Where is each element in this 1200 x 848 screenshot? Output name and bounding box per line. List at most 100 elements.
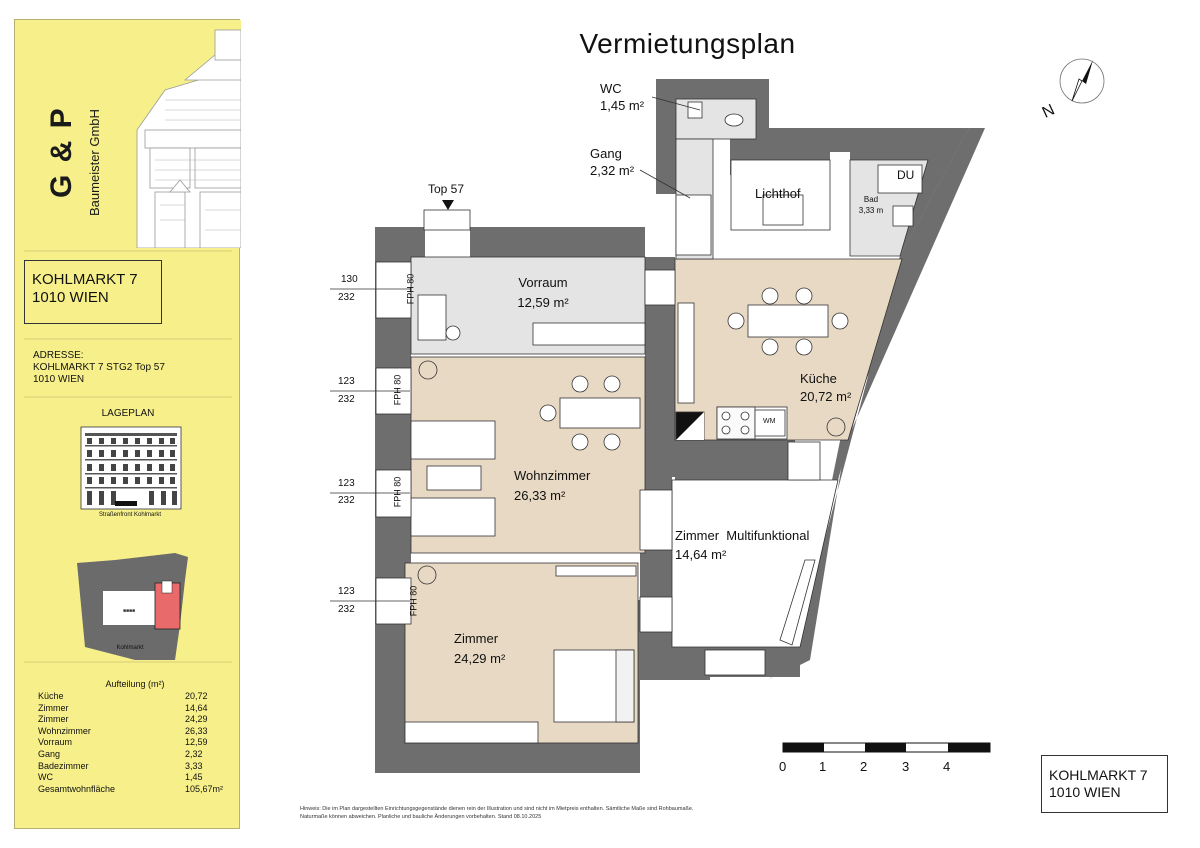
room-vorraum-name: Vorraum bbox=[518, 275, 568, 290]
divider bbox=[24, 396, 232, 398]
scale-label-0: 0 bbox=[779, 759, 787, 774]
facade-illustration bbox=[80, 426, 182, 510]
aufteilung-room-name: WC bbox=[38, 772, 53, 783]
entrance-label: Top 57 bbox=[428, 182, 465, 196]
logo-area: G & P Baumeister GmbH bbox=[15, 20, 241, 248]
window3-bottom: 232 bbox=[338, 495, 355, 506]
scale-label-2: 2 bbox=[860, 759, 868, 774]
room-bad-label: Bad 3,33 m bbox=[852, 194, 890, 216]
window2-bottom: 232 bbox=[338, 394, 355, 405]
room-vorraum-label: Vorraum 12,59 m² bbox=[488, 273, 598, 313]
scale-bar bbox=[782, 742, 991, 753]
aufteilung-row: Gang 2,32 bbox=[38, 749, 233, 761]
aufteilung-row: Wohnzimmer 26,33 bbox=[38, 726, 233, 738]
window3-top: 123 bbox=[338, 478, 355, 489]
address-heading: ADRESSE: bbox=[33, 350, 84, 361]
aufteilung-row: Zimmer 14,64 bbox=[38, 703, 233, 715]
window1-bottom: 232 bbox=[338, 292, 355, 303]
aufteilung-room-name: Vorraum bbox=[38, 737, 73, 748]
aufteilung-row: Zimmer 24,29 bbox=[38, 714, 233, 726]
svg-text:■■■■: ■■■■ bbox=[123, 608, 135, 614]
room-kueche-name: Küche bbox=[800, 371, 837, 386]
aufteilung-row: Küche 20,72 bbox=[38, 691, 233, 703]
window1-top: 130 bbox=[341, 274, 358, 285]
room-bad-area: 3,33 m bbox=[858, 206, 884, 215]
building-illustration bbox=[15, 20, 241, 248]
room-zimmer-label: Zimmer 24,29 m² bbox=[454, 629, 505, 669]
windows bbox=[375, 194, 821, 676]
room-kueche-label: Küche 20,72 m² bbox=[800, 370, 851, 406]
window2-fph: FPH 80 bbox=[392, 374, 403, 406]
aufteilung-room-name: Gesamtwohnfläche bbox=[38, 783, 116, 794]
aufteilung-room-value: 26,33 bbox=[185, 725, 208, 736]
north-arrow bbox=[1059, 58, 1105, 104]
entrance-arrow bbox=[442, 200, 454, 210]
divider bbox=[24, 338, 232, 340]
room-kueche-area: 20,72 m² bbox=[800, 389, 852, 404]
room-zimmer-name: Zimmer bbox=[454, 631, 499, 646]
room-du-name: DU bbox=[897, 168, 915, 182]
aufteilung-room-value: 12,59 bbox=[185, 737, 208, 748]
room-wohnzimmer-area: 26,33 m² bbox=[514, 488, 566, 503]
scale-label-4: 4 bbox=[943, 759, 951, 774]
room-wohnzimmer-label: Wohnzimmer 26,33 m² bbox=[514, 466, 590, 506]
location-box: KOHLMARKT 7 1010 WIEN bbox=[24, 260, 162, 324]
aufteilung-room-name: Küche bbox=[38, 691, 64, 701]
room-wc-area: 1,45 m² bbox=[600, 98, 645, 113]
location-line1: KOHLMARKT 7 bbox=[32, 271, 138, 288]
aufteilung-room-value: 24,29 bbox=[185, 714, 208, 725]
north-label: N bbox=[1039, 101, 1058, 122]
scale-label-1: 1 bbox=[819, 759, 827, 774]
room-wohnzimmer-name: Wohnzimmer bbox=[514, 468, 591, 483]
bottom-location-box: KOHLMARKT 7 1010 WIEN bbox=[1041, 755, 1168, 813]
scale-label-3: 3 bbox=[902, 759, 910, 774]
aufteilung-row: WC 1,45 bbox=[38, 772, 233, 784]
aufteilung-room-value: 3,33 bbox=[185, 760, 203, 771]
brand-logo: G & P bbox=[45, 106, 78, 198]
aufteilung-room-name: Zimmer bbox=[38, 714, 69, 725]
site-map: ■■■■ bbox=[77, 553, 188, 660]
room-zimmer bbox=[404, 562, 639, 744]
room-gang-name: Gang bbox=[590, 146, 622, 161]
room-wc bbox=[675, 98, 757, 140]
aufteilung-room-value: 2,32 bbox=[185, 748, 203, 759]
room-multi-name: Zimmer Multifunktional bbox=[675, 528, 810, 543]
bottom-location-line2: 1010 WIEN bbox=[1049, 784, 1121, 800]
aufteilung-room-value: 105,67m² bbox=[185, 783, 224, 794]
address-block: ADRESSE: KOHLMARKT 7 STG2 Top 57 1010 WI… bbox=[33, 350, 165, 386]
divider bbox=[24, 661, 232, 663]
room-vorraum-area: 12,59 m² bbox=[517, 295, 569, 310]
window1-fph: FPH 80 bbox=[405, 273, 416, 305]
room-lichthof-name: Lichthof bbox=[755, 186, 801, 201]
wm-label: WM bbox=[763, 418, 776, 425]
brand-subtitle: Baumeister GmbH bbox=[87, 109, 102, 216]
aufteilung-row: Badezimmer 3,33 bbox=[38, 761, 233, 773]
window4-fph: FPH 80 bbox=[408, 585, 419, 617]
facade-caption: Straßenfront Kohlmarkt bbox=[98, 512, 162, 518]
aufteilung-title: Aufteilung (m²) bbox=[105, 679, 165, 689]
address-line1: KOHLMARKT 7 STG2 Top 57 bbox=[33, 362, 165, 373]
window4-bottom: 232 bbox=[338, 604, 355, 615]
lageplan-title: LAGEPLAN bbox=[101, 408, 155, 419]
aufteilung-room-value: 14,64 bbox=[185, 702, 208, 713]
aufteilung-room-name: Gang bbox=[38, 748, 61, 759]
aufteilung-room-name: Zimmer bbox=[38, 702, 69, 713]
aufteilung-room-name: Wohnzimmer bbox=[38, 725, 91, 736]
bottom-location-line1: KOHLMARKT 7 bbox=[1049, 767, 1148, 783]
room-gang bbox=[675, 138, 714, 260]
divider bbox=[24, 250, 232, 252]
room-kueche bbox=[674, 258, 903, 441]
aufteilung-room-value: 1,45 bbox=[185, 772, 203, 783]
room-gang-label: Gang 2,32 m² bbox=[590, 145, 634, 179]
address-line2: 1010 WIEN bbox=[33, 374, 85, 385]
map-caption: Kohlmarkt bbox=[116, 645, 144, 651]
room-wc-label: WC 1,45 m² bbox=[600, 80, 644, 114]
room-bad-name: Bad bbox=[863, 195, 879, 204]
aufteilung-room-name: Badezimmer bbox=[38, 760, 89, 771]
lageplan-graphics: ■■■■ bbox=[77, 426, 188, 660]
plan-title: Vermietungsplan bbox=[579, 28, 796, 59]
aufteilung-room-value: 20,72 bbox=[185, 691, 208, 701]
room-zimmer-area: 24,29 m² bbox=[454, 651, 506, 666]
aufteilung-row: Gesamtwohnfläche 105,67m² bbox=[38, 784, 233, 796]
